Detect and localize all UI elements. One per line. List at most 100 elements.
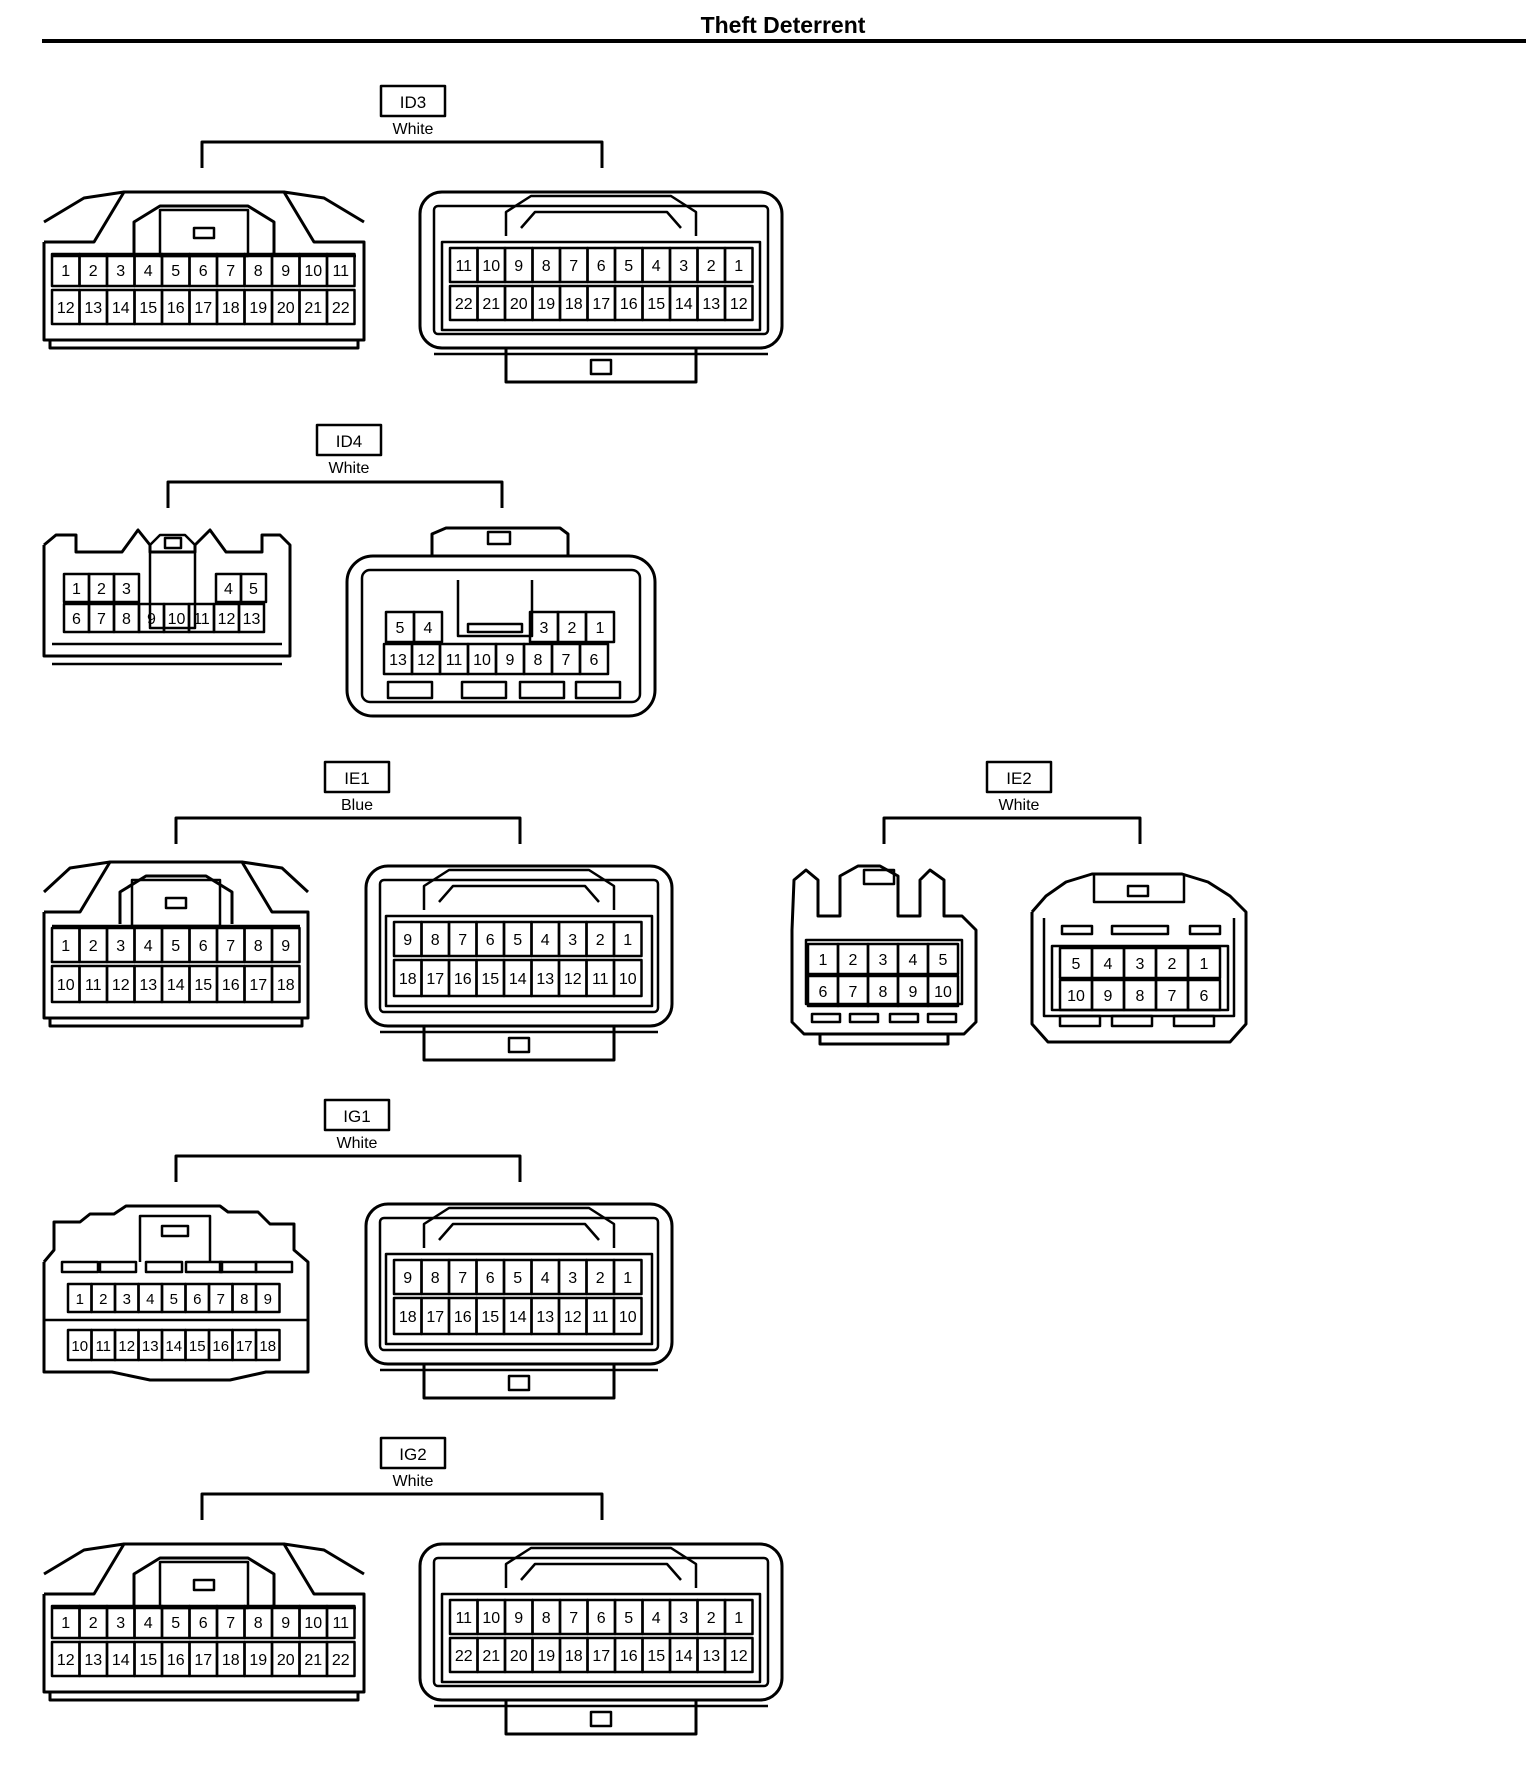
pin-cell	[325, 1640, 356, 1678]
female-center-bar	[466, 622, 524, 634]
female-center-slot	[456, 580, 534, 638]
pin-number: 7	[226, 263, 235, 280]
pin-number: 3	[123, 1291, 131, 1308]
male-pin-frame	[804, 938, 964, 1006]
connector-bracket	[200, 140, 604, 168]
pin-number: 2	[707, 1610, 716, 1627]
pin-number: 5	[171, 263, 180, 280]
female-pin-frame	[440, 1592, 762, 1684]
pin-number: 14	[112, 300, 130, 317]
male-housing-chamfer	[241, 860, 310, 894]
pin-cell	[723, 246, 754, 284]
pin-number: 10	[619, 1309, 637, 1326]
pin-number: 11	[455, 258, 472, 275]
female-bottom-slot	[460, 680, 508, 700]
pin-cell	[723, 1636, 754, 1674]
pin-number: 7	[458, 932, 467, 949]
page-title: Theft Deterrent	[700, 12, 866, 38]
pin-number: 4	[541, 1270, 550, 1287]
male-latch-tab	[192, 1578, 216, 1592]
pin-number: 12	[417, 652, 435, 669]
pin-cell	[612, 958, 643, 998]
pin-number: 2	[596, 1270, 605, 1287]
pin-number: 6	[72, 611, 81, 628]
male-center-cap	[149, 533, 196, 546]
female-key-slot	[1188, 924, 1222, 936]
pin-number: 10	[482, 1610, 500, 1627]
pin-number: 3	[568, 1270, 577, 1287]
pin-number: 5	[396, 620, 405, 637]
pin-cell	[112, 572, 141, 604]
pin-number: 16	[167, 300, 185, 317]
pin-number: 19	[537, 1648, 555, 1665]
pin-number: 8	[431, 1270, 440, 1287]
pin-number: 2	[89, 263, 98, 280]
male-bottom-slot	[848, 1012, 880, 1024]
pin-number: 1	[61, 263, 70, 280]
male-base	[818, 1034, 950, 1046]
pin-number: 2	[849, 952, 858, 969]
female-lock-key	[589, 358, 613, 376]
male-bottom-slot	[926, 1012, 958, 1024]
pin-number: 10	[1067, 988, 1085, 1005]
pin-number: 1	[623, 932, 632, 949]
pin-number: 15	[139, 1652, 157, 1669]
title-rule	[42, 39, 1526, 43]
pin-number: 16	[454, 971, 472, 988]
pin-number: 13	[702, 296, 720, 313]
male-center-slot	[148, 552, 197, 630]
pin-number: 13	[536, 971, 554, 988]
female-top-hood	[430, 526, 570, 556]
pin-number: 12	[564, 971, 582, 988]
pin-number: 19	[249, 1652, 267, 1669]
pin-number: 8	[1136, 988, 1145, 1005]
female-latch-ramp	[438, 1222, 600, 1241]
pin-number: 21	[304, 1652, 322, 1669]
pin-cell	[1186, 946, 1222, 980]
pin-number: 8	[254, 938, 263, 955]
pin-cell	[412, 610, 444, 644]
connector-bracket	[174, 1154, 522, 1182]
pin-number: 7	[569, 1610, 578, 1627]
pin-number: 11	[193, 611, 210, 628]
pin-number: 7	[562, 652, 571, 669]
pin-number: 2	[707, 258, 716, 275]
pin-number: 19	[249, 300, 267, 317]
pin-cell	[270, 926, 301, 964]
pin-number: 16	[167, 1652, 185, 1669]
pin-number: 12	[57, 1652, 75, 1669]
male-bottom-slot	[888, 1012, 920, 1024]
male-latch	[118, 874, 234, 924]
female-bottom-slot	[386, 680, 434, 700]
female-pin-frame	[440, 240, 762, 332]
female-housing-outline	[418, 1542, 784, 1702]
pin-number: 17	[249, 977, 267, 994]
pin-number: 15	[194, 977, 212, 994]
female-lock-key	[507, 1036, 531, 1054]
pin-number: 3	[679, 258, 688, 275]
pin-number: 1	[596, 620, 605, 637]
connector-id-box	[379, 84, 447, 118]
pin-number: 11	[332, 1615, 349, 1632]
pin-number: 8	[542, 1610, 551, 1627]
pin-number: 22	[332, 300, 350, 317]
pin-cell	[325, 252, 356, 288]
pin-number: 3	[116, 938, 125, 955]
pin-number: 18	[259, 1338, 276, 1355]
pin-number: 7	[226, 938, 235, 955]
pin-number: 8	[542, 258, 551, 275]
pin-number: 4	[652, 258, 661, 275]
pin-number: 3	[879, 952, 888, 969]
male-latch-window	[158, 208, 250, 258]
pin-number: 10	[57, 977, 75, 994]
pin-number: 1	[76, 1291, 84, 1308]
female-pin-frame	[384, 914, 654, 1008]
pin-number: 10	[619, 971, 637, 988]
